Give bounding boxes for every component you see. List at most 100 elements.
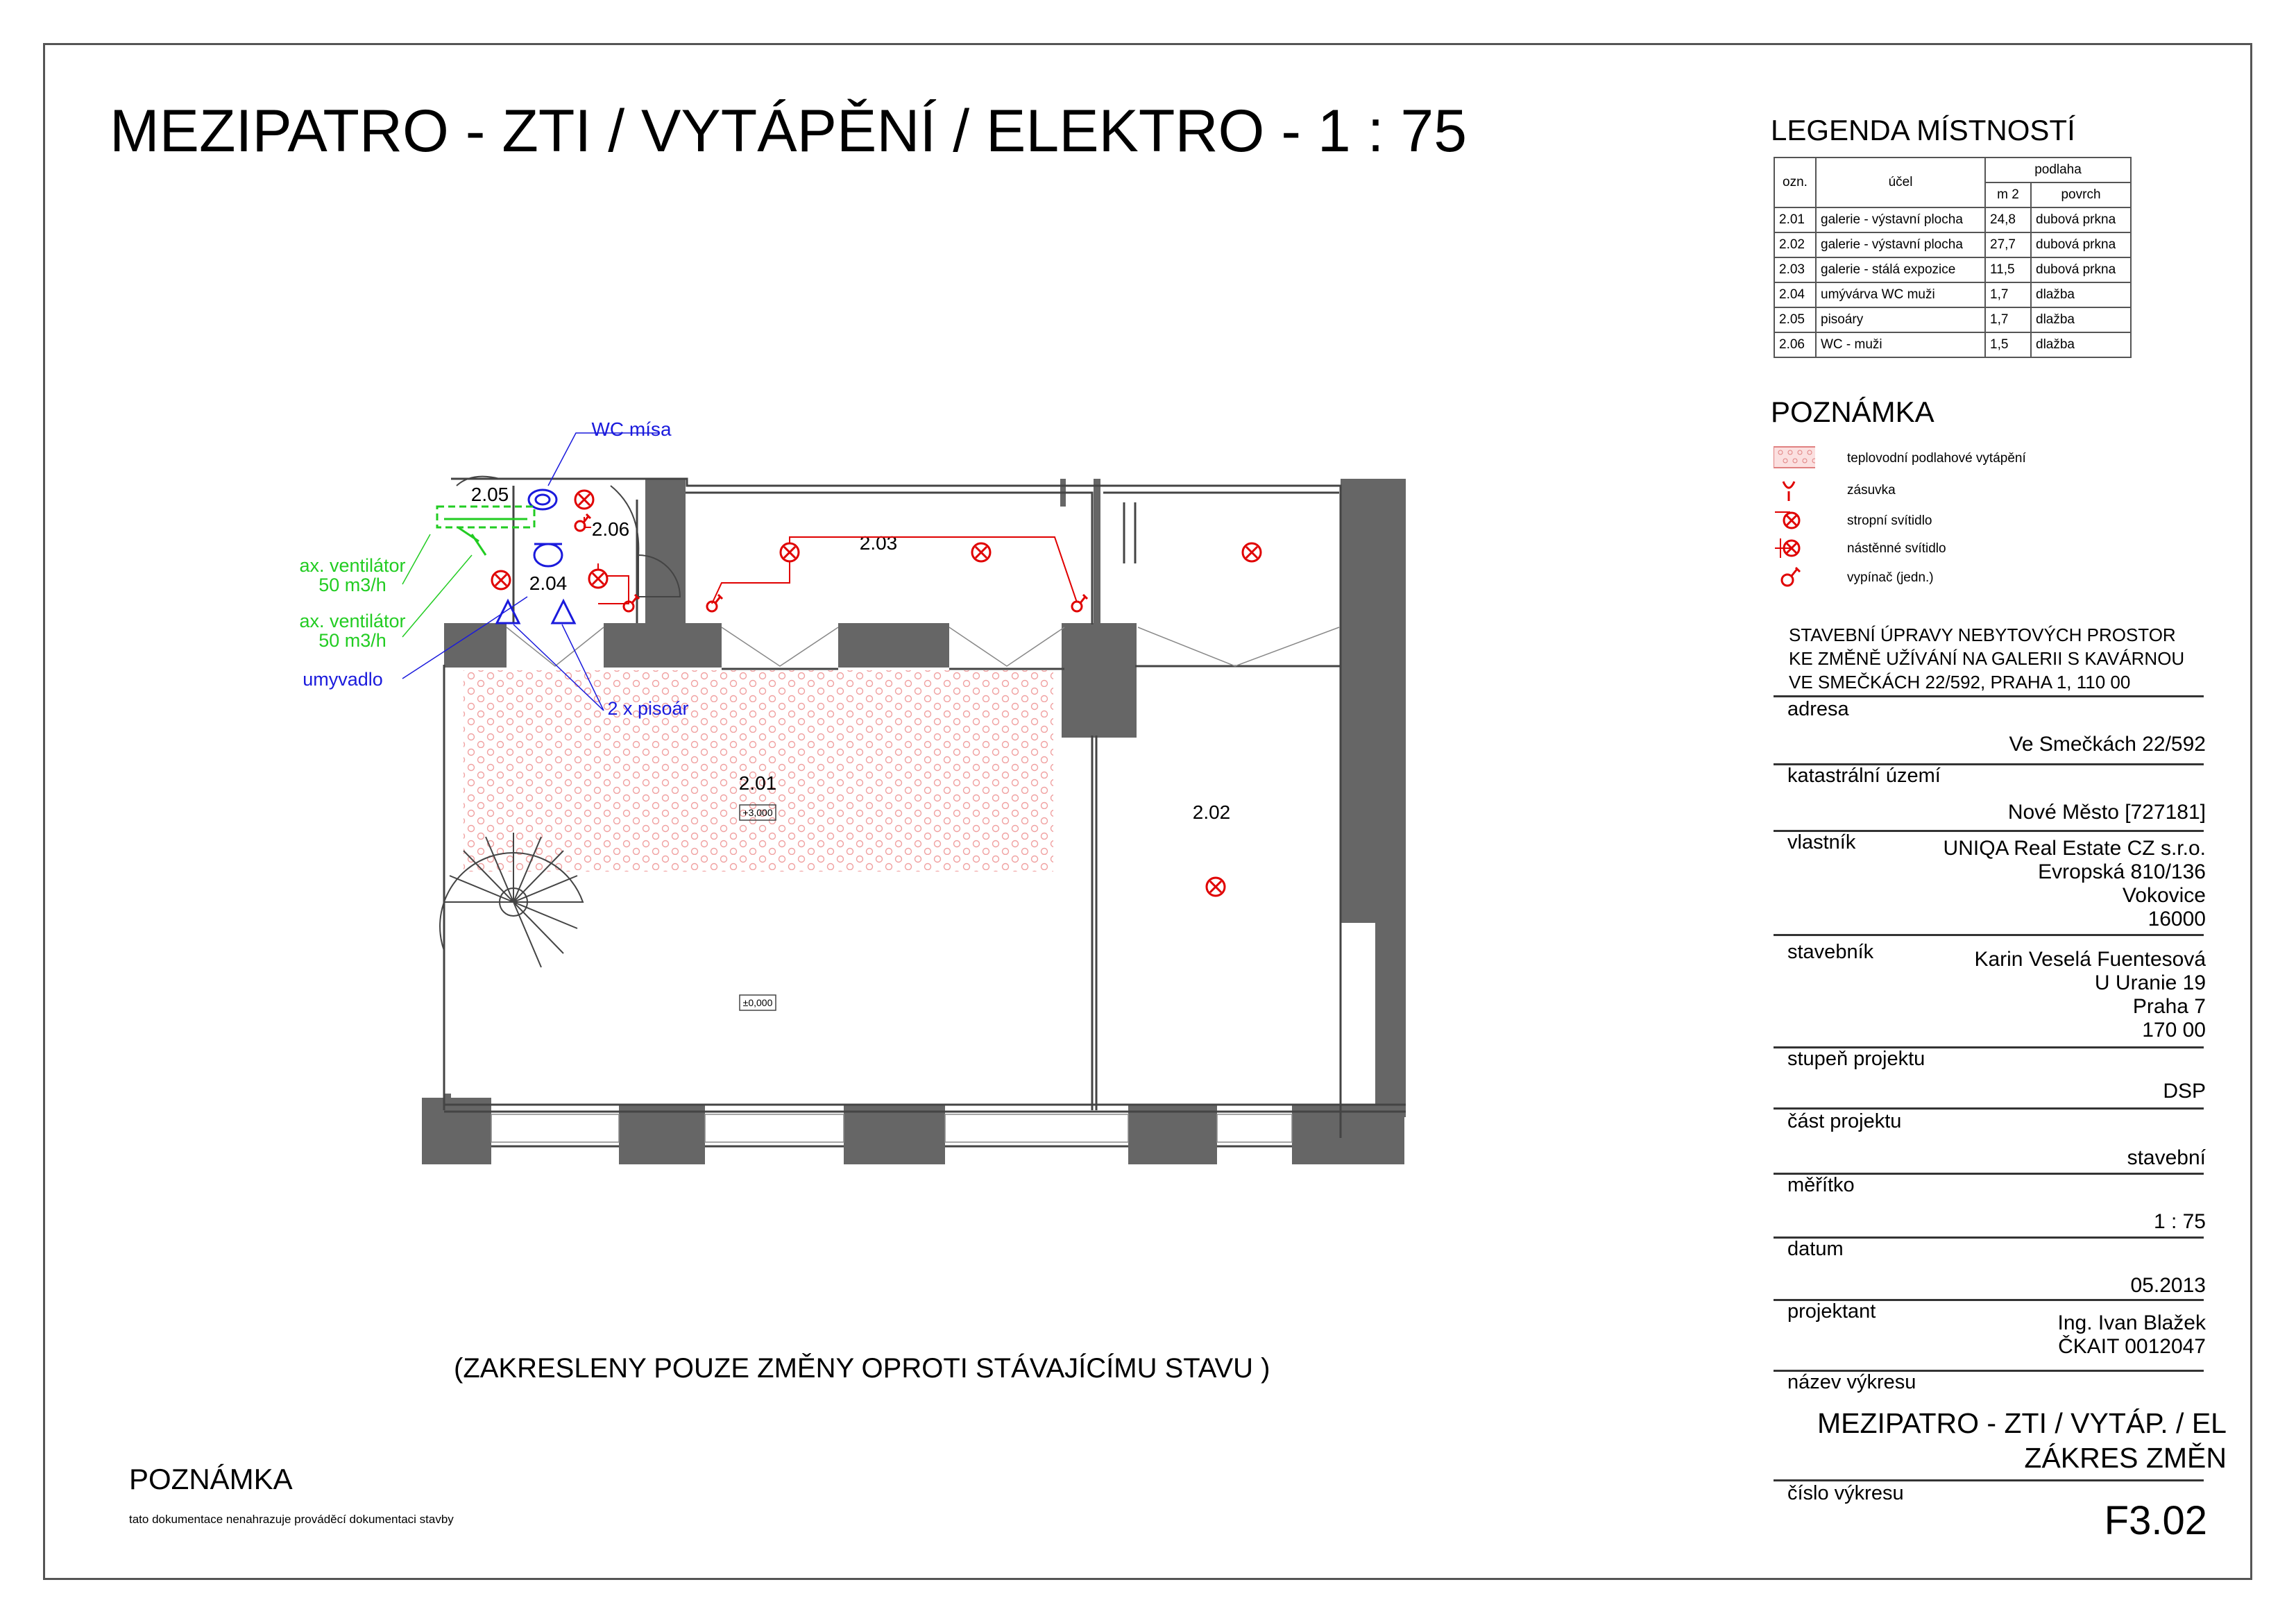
key-label: nástěnné svítidlo	[1847, 541, 1946, 556]
col-header-ozn: ozn.	[1774, 157, 1817, 208]
legend-cell-ucel: galerie - stálá expozice	[1815, 257, 1986, 283]
callout-pisoar: 2 x pisoár	[607, 698, 688, 719]
switch-icon	[574, 513, 592, 532]
room-label-2-01: 2.01	[739, 772, 777, 794]
divider	[1774, 830, 2204, 832]
ventilation	[436, 505, 536, 556]
drawing-frame	[43, 43, 2252, 1580]
key-label: vypínač (jedn.)	[1847, 570, 1934, 585]
floor-heating-area	[464, 670, 1053, 872]
ceiling-light-icon	[779, 542, 800, 563]
callout-vent-1-flow: 50 m3/h	[318, 575, 386, 595]
spiral-staircase	[439, 833, 584, 968]
divider	[1774, 1046, 2204, 1048]
callout-umyvadlo: umyvadlo	[303, 669, 383, 690]
drawing-number: F3.02	[2104, 1498, 2207, 1543]
urinal-icon	[495, 598, 521, 624]
legend-cell-ozn: 2.01	[1774, 207, 1817, 233]
floor-plan: +3,000 ±0,000 2.01 2.02 2.03 2.04 2.05 2…	[299, 418, 1406, 1164]
projektant-label: projektant	[1787, 1300, 1876, 1323]
nazev-label: název výkresu	[1787, 1371, 1916, 1393]
legend-cell-povrch: dlažba	[2030, 307, 2132, 333]
level-lower: ±0,000	[743, 997, 773, 1008]
room-label-2-03: 2.03	[860, 532, 898, 554]
legend-cell-ozn: 2.05	[1774, 307, 1817, 333]
drawing-name: MEZIPATRO - ZTI / VYTÁP. / EL ZÁKRES ZMĚ…	[1817, 1406, 2227, 1475]
col-header-povrch: povrch	[2030, 182, 2132, 208]
key-label: zásuvka	[1847, 483, 1896, 498]
adresa-value: Ve Smečkách 22/592	[2009, 733, 2206, 756]
legend-cell-ozn: 2.06	[1774, 332, 1817, 358]
vlastnik-line: 16000	[2148, 908, 2206, 931]
meritko-label: měřítko	[1787, 1174, 1855, 1196]
room-label-2-05: 2.05	[471, 484, 509, 505]
room-label-2-02: 2.02	[1193, 801, 1231, 823]
legend-cell-m2: 24,8	[1984, 207, 2032, 233]
switch-icon	[1071, 593, 1089, 613]
divider	[1774, 934, 2204, 936]
katastr-label: katastrální území	[1787, 765, 1941, 787]
floor-heating-hatch-icon	[1774, 446, 1815, 468]
col-header-podlaha: podlaha	[1984, 157, 2132, 183]
stavebnik-line: U Uranie 19	[2094, 971, 2206, 994]
vlastnik-value: UNIQA Real Estate CZ s.r.o. Evropská 810…	[1944, 837, 2206, 931]
callout-vent-2: ax. ventilátor	[299, 611, 405, 631]
legend-cell-m2: 11,5	[1984, 257, 2032, 283]
legend-cell-povrch: dubová prkna	[2030, 232, 2132, 258]
wc-bowl-icon	[527, 488, 558, 511]
stavebnik-line: Praha 7	[2132, 995, 2206, 1018]
stupen-label: stupeň projektu	[1787, 1048, 1925, 1070]
level-upper: +3,000	[742, 807, 772, 818]
vlastnik-line: UNIQA Real Estate CZ s.r.o.	[1943, 837, 2206, 860]
drawing-name-line: MEZIPATRO - ZTI / VYTÁP. / EL	[1817, 1407, 2227, 1439]
drawing-title: MEZIPATRO - ZTI / VYTÁPĚNÍ / ELEKTRO - 1…	[110, 98, 1468, 164]
col-header-m2: m 2	[1984, 182, 2032, 208]
legend-cell-ucel: umývárva WC muži	[1815, 282, 1986, 308]
datum-label: datum	[1787, 1238, 1844, 1260]
walls	[422, 479, 1406, 1164]
ceiling-light-icon	[1241, 542, 1262, 563]
key-label: teplovodní podlahové vytápění	[1847, 451, 2026, 466]
legend-cell-ucel: WC - muži	[1815, 332, 1986, 358]
vlastnik-line: Evropská 810/136	[2038, 860, 2206, 883]
callout-vent-2-flow: 50 m3/h	[318, 630, 386, 651]
ceiling-light-icon	[971, 542, 992, 563]
key-wall-light: nástěnné svítidlo	[1774, 534, 2065, 562]
datum-value: 05.2013	[2130, 1274, 2206, 1297]
legend-cell-povrch: dlažba	[2030, 332, 2132, 358]
meritko-value: 1 : 75	[2153, 1210, 2206, 1233]
vlastnik-line: Vokovice	[2122, 884, 2206, 907]
room-label-2-06: 2.06	[592, 518, 630, 540]
sanitary	[495, 488, 577, 624]
stavebnik-line: Karin Veselá Fuentesová	[1974, 948, 2206, 971]
switch-icon	[706, 593, 724, 613]
project-name: STAVEBNÍ ÚPRAVY NEBYTOVÝCH PROSTOR KE ZM…	[1789, 623, 2184, 694]
key-socket: zásuvka	[1774, 476, 2065, 504]
wall-light-icon	[1775, 538, 1801, 558]
key-label: stropní svítidlo	[1847, 513, 1932, 528]
legend-cell-m2: 1,5	[1984, 332, 2032, 358]
stavebnik-label: stavebník	[1787, 941, 1874, 963]
stupen-value: DSP	[2163, 1080, 2206, 1103]
legend-cell-ucel: galerie - výstavní plocha	[1815, 232, 1986, 258]
legend-cell-povrch: dlažba	[2030, 282, 2132, 308]
projektant-value: Ing. Ivan Blažek ČKAIT 0012047	[2058, 1311, 2206, 1359]
ceiling-light-icon	[1775, 511, 1801, 529]
divider	[1774, 1479, 2204, 1481]
fan-icon	[436, 505, 536, 529]
legend-cell-ozn: 2.02	[1774, 232, 1817, 258]
washbasin-icon	[533, 543, 563, 568]
divider	[1774, 1173, 2204, 1175]
switch-icon	[622, 593, 640, 613]
col-header-ucel: účel	[1815, 157, 1986, 208]
stavebnik-line: 170 00	[2142, 1019, 2206, 1042]
ceiling-lights	[491, 489, 1262, 897]
ceiling-light-icon	[588, 568, 609, 589]
legend-cell-ozn: 2.04	[1774, 282, 1817, 308]
legend-cell-ucel: pisoáry	[1815, 307, 1986, 333]
